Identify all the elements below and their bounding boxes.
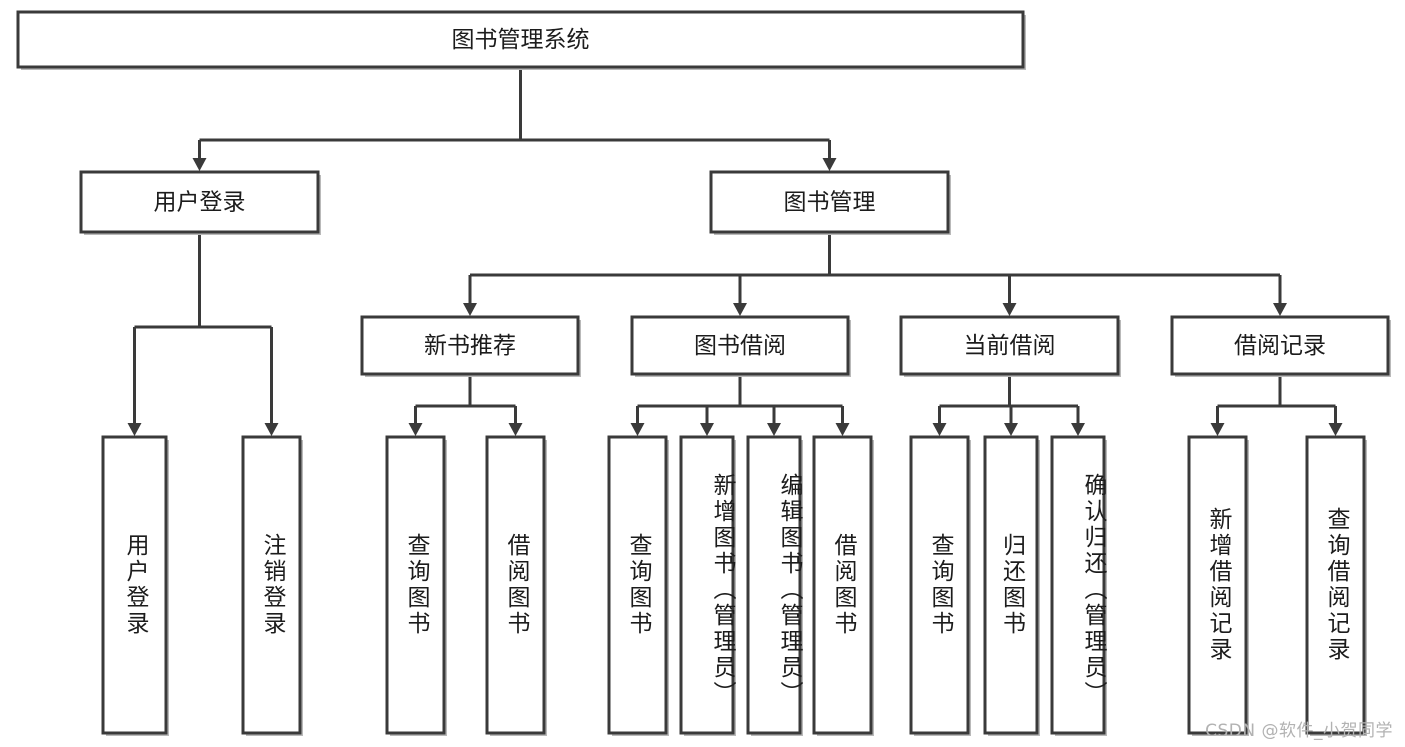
- node-leaf-2[interactable]: [385, 435, 447, 736]
- node-leaf-4[interactable]: [607, 435, 669, 736]
- node-level3-label-1: 图书借阅: [694, 333, 786, 359]
- watermark-text: CSDN @软件_小贺同学: [1205, 721, 1393, 741]
- arrow-head-icon: [1002, 303, 1017, 316]
- node-leaf-0[interactable]: [101, 435, 169, 736]
- arrow-head-icon: [127, 423, 142, 436]
- node-level3-label-2: 当前借阅: [964, 333, 1056, 359]
- arrow-head-icon: [767, 423, 781, 436]
- arrow-head-icon: [1210, 423, 1225, 436]
- node-leaf-7[interactable]: [812, 435, 874, 736]
- node-level2-label-0: 用户登录: [154, 190, 246, 216]
- node-level3-2[interactable]: [899, 315, 1121, 377]
- arrow-head-icon: [463, 303, 477, 316]
- node-level3-1[interactable]: [630, 315, 851, 377]
- arrow-head-icon: [264, 423, 279, 436]
- arrow-head-icon: [1004, 423, 1018, 436]
- arrow-head-icon: [630, 423, 645, 436]
- node-root-label: 图书管理系统: [452, 27, 590, 53]
- node-level2-1[interactable]: [709, 170, 951, 235]
- arrow-head-icon: [192, 158, 207, 171]
- node-leaf-5[interactable]: [679, 435, 736, 736]
- node-leaf-1[interactable]: [241, 435, 303, 736]
- node-leaf-6[interactable]: [746, 435, 803, 736]
- arrow-head-icon: [1328, 423, 1343, 436]
- arrow-head-icon: [700, 423, 714, 436]
- node-level3-3[interactable]: [1170, 315, 1391, 377]
- arrow-head-icon: [508, 423, 523, 436]
- node-root-system[interactable]: [16, 10, 1026, 70]
- node-level3-label-3: 借阅记录: [1234, 333, 1326, 359]
- arrow-head-icon: [822, 158, 837, 171]
- node-leaf-3[interactable]: [485, 435, 547, 736]
- arrow-head-icon: [408, 423, 423, 436]
- connectors-layer: [127, 67, 1343, 436]
- arrow-head-icon: [733, 303, 747, 316]
- node-leaf-10[interactable]: [1050, 435, 1107, 736]
- arrow-head-icon: [1071, 423, 1085, 436]
- node-boxes-layer: [16, 10, 1391, 736]
- node-leaf-8[interactable]: [909, 435, 971, 736]
- node-level3-label-0: 新书推荐: [424, 333, 516, 359]
- node-leaf-9[interactable]: [983, 435, 1040, 736]
- node-leaf-12[interactable]: [1305, 435, 1367, 736]
- node-level2-label-1: 图书管理: [784, 190, 876, 216]
- arrow-head-icon: [1273, 303, 1287, 316]
- arrow-head-icon: [932, 423, 947, 436]
- node-level2-0[interactable]: [79, 170, 321, 235]
- node-leaf-11[interactable]: [1187, 435, 1249, 736]
- node-level3-0[interactable]: [360, 315, 581, 377]
- arrow-head-icon: [835, 423, 850, 436]
